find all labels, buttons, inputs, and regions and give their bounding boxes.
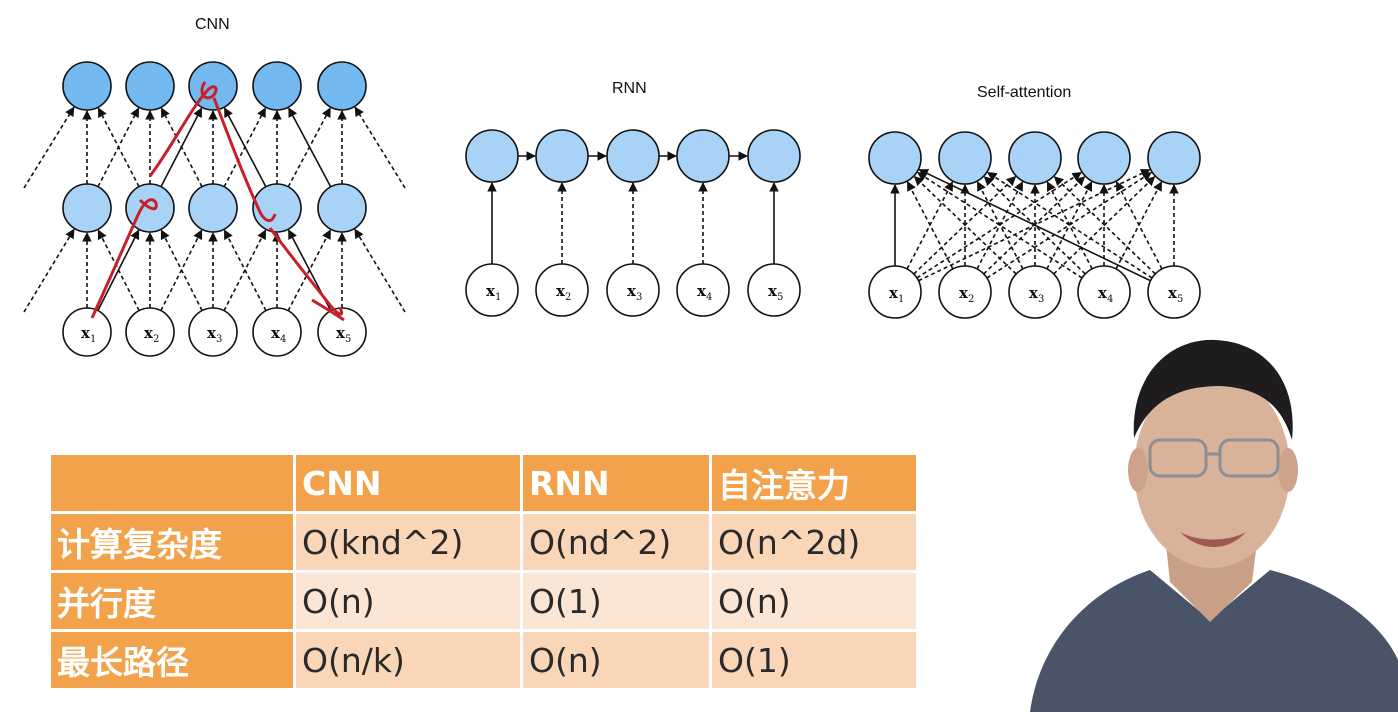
annotation-stroke [90, 198, 158, 319]
input-node [606, 263, 660, 317]
rnn-hidden-node [676, 129, 730, 183]
rnn-hidden-node [465, 129, 519, 183]
presenter-video [1030, 339, 1398, 712]
table-cell: O(n/k) [296, 632, 520, 688]
dashed-arrow [918, 168, 1151, 282]
annotation-stroke [311, 298, 345, 322]
input-node [62, 307, 112, 357]
attention-output-node [1008, 131, 1062, 185]
dashed-arrow [287, 107, 331, 188]
table-cell: O(1) [523, 573, 709, 629]
dashed-arrow [23, 106, 75, 189]
dashed-arrow [986, 171, 1153, 279]
table-header-cell: CNN [296, 455, 520, 511]
dashed-arrow [1053, 176, 1156, 275]
self-attention-title: Self-attention [977, 84, 1072, 101]
dashed-arrow [23, 228, 75, 313]
attention-output-node [868, 131, 922, 185]
row-label: 最长路径 [51, 632, 293, 688]
cnn-title: CNN [195, 16, 230, 33]
dashed-arrow [223, 229, 267, 312]
glasses-icon [1148, 438, 1280, 478]
dashed-arrow [97, 107, 140, 188]
dashed-arrow [1115, 181, 1163, 270]
solid-arrow [160, 107, 203, 188]
dashed-arrow [354, 228, 406, 313]
cnn-top-node [62, 61, 112, 111]
table-cell: O(knd^2) [296, 514, 520, 570]
presenter-face [1134, 372, 1290, 568]
dashed-arrow [913, 176, 1017, 275]
table-row: 并行度 O(n) O(1) O(n) [51, 573, 916, 629]
cnn-top-node [317, 61, 367, 111]
comparison-table: CNN RNN 自注意力 计算复杂度 O(knd^2) O(nd^2) O(n^… [48, 452, 919, 691]
input-node [465, 263, 519, 317]
input-node [1077, 265, 1131, 319]
cnn-hidden-node [62, 183, 112, 233]
dashed-arrow [287, 229, 332, 312]
solid-arrow [97, 229, 140, 311]
input-node [676, 263, 730, 317]
cnn-top-node [125, 61, 175, 111]
table-header-row: CNN RNN 自注意力 [51, 455, 916, 511]
table-header-cell: RNN [523, 455, 709, 511]
input-node [1147, 265, 1201, 319]
rnn-hidden-node [535, 129, 589, 183]
table-row: 计算复杂度 O(knd^2) O(nd^2) O(n^2d) [51, 514, 916, 570]
table-cell: O(n) [296, 573, 520, 629]
cnn-hidden-node [317, 183, 367, 233]
dashed-arrow [906, 181, 954, 270]
table-cell: O(1) [712, 632, 916, 688]
table-header-cell [51, 455, 293, 511]
cnn-top-node [252, 61, 302, 111]
red-pen-annotation [90, 81, 345, 322]
input-node [535, 263, 589, 317]
rnn-hidden-node [606, 129, 660, 183]
annotation-stroke [268, 227, 344, 316]
input-node [317, 307, 367, 357]
presenter-shirt [1030, 570, 1398, 712]
dashed-arrow [1046, 181, 1093, 270]
table-row: 最长路径 O(n/k) O(n) O(1) [51, 632, 916, 688]
rnn-hidden-node [747, 129, 801, 183]
dashed-arrow [160, 229, 203, 311]
input-node [125, 307, 175, 357]
cnn-hidden-node [252, 183, 302, 233]
table-cell: O(n) [523, 632, 709, 688]
attention-output-node [1077, 131, 1131, 185]
table-cell: O(n^2d) [712, 514, 916, 570]
input-node [868, 265, 922, 319]
presenter-hair [1133, 339, 1293, 440]
annotation-stroke [212, 97, 277, 222]
row-label: 计算复杂度 [51, 514, 293, 570]
dashed-arrow [1046, 181, 1093, 270]
input-node [938, 265, 992, 319]
dashed-arrow [916, 171, 1083, 279]
input-node [252, 307, 302, 357]
input-node [1008, 265, 1062, 319]
dashed-arrow [354, 106, 406, 189]
attention-output-node [938, 131, 992, 185]
table-cell: O(n) [712, 573, 916, 629]
input-node [747, 263, 801, 317]
dashed-arrow [223, 107, 267, 188]
rnn-title: RNN [612, 80, 647, 97]
table-cell: O(nd^2) [523, 514, 709, 570]
annotation-stroke [148, 81, 218, 177]
table-header-cell: 自注意力 [712, 455, 916, 511]
attention-output-node [1147, 131, 1201, 185]
cnn-hidden-node [188, 183, 238, 233]
input-node [188, 307, 238, 357]
row-label: 并行度 [51, 573, 293, 629]
